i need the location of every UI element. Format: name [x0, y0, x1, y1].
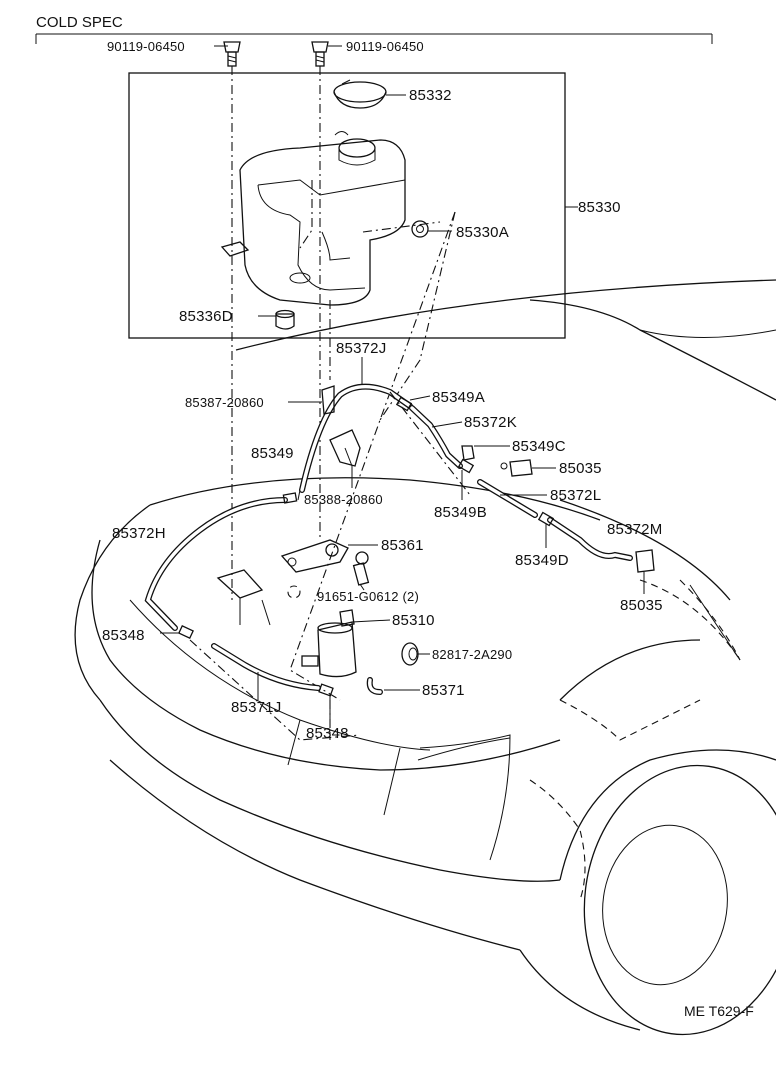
label-bolt-lower: 91651-G0612 (2) — [317, 589, 419, 604]
mount-dash-lines — [289, 211, 456, 701]
label-pump: 85310 — [392, 612, 435, 629]
bolt-right — [311, 41, 342, 540]
hose-85372h — [144, 497, 288, 631]
label-connector-bottom: 85348 — [306, 725, 349, 742]
hose-85372l — [477, 479, 547, 518]
pad-85336d — [258, 309, 295, 330]
label-hose-m: 85372M — [607, 521, 662, 538]
car-body-outline — [74, 279, 776, 1036]
tank-assembly-frame — [128, 72, 566, 339]
clamp-85387 — [288, 385, 335, 415]
diagram-code: ME T629-F — [684, 1003, 754, 1019]
grommet-85330a — [411, 220, 452, 238]
hose-85372m — [547, 517, 633, 561]
label-grommet-a: 85330A — [456, 224, 509, 241]
label-grommet-pump: 82817-2A290 — [432, 647, 512, 662]
page-title: COLD SPEC — [36, 14, 123, 31]
hose-85371 — [366, 677, 420, 695]
label-joint-a: 85349A — [432, 389, 485, 406]
label-hose-j: 85372J — [336, 340, 386, 357]
label-hose-short: 85371 — [422, 682, 465, 699]
label-joint: 85349 — [251, 445, 294, 462]
bracket-85361 — [280, 539, 378, 573]
label-connector-left: 85348 — [102, 627, 145, 644]
washer-tank — [220, 131, 406, 306]
label-joint-b: 85349B — [434, 504, 487, 521]
clamp-85388 — [329, 429, 361, 488]
clip-85035-upper — [500, 459, 556, 477]
label-joint-c: 85349C — [512, 438, 566, 455]
label-bracket: 85361 — [381, 537, 424, 554]
grommet-82817 — [401, 642, 430, 666]
hose-85372k — [409, 405, 463, 469]
label-hose-h: 85372H — [112, 525, 166, 542]
hose-85371j — [211, 643, 321, 700]
hose-85372j — [299, 357, 413, 493]
washer-pump-85310 — [301, 609, 391, 678]
label-clamp-88: 85388-20860 — [304, 492, 383, 507]
label-pad: 85336D — [179, 308, 233, 325]
label-hose-l: 85372L — [550, 487, 601, 504]
joints — [160, 395, 555, 720]
cap-85332 — [333, 79, 406, 109]
label-bolt-right: 90119-06450 — [346, 39, 424, 54]
label-joint-d: 85349D — [515, 552, 569, 569]
bolt-91651 — [352, 551, 370, 591]
header-bracket — [35, 33, 713, 44]
label-tank-assembly: 85330 — [578, 199, 621, 216]
label-hose-j2: 85371J — [231, 699, 281, 716]
clip-85349c — [461, 445, 510, 461]
label-cap: 85332 — [409, 87, 452, 104]
label-clip-upper: 85035 — [559, 460, 602, 477]
label-clamp-87: 85387-20860 — [185, 395, 264, 410]
label-hose-k: 85372K — [464, 414, 517, 431]
clip-85035-lower — [635, 549, 655, 594]
bumper-bracket — [216, 569, 271, 626]
part-labels: 90119-06450 90119-06450 85332 85330 8533… — [102, 39, 663, 742]
label-bolt-left: 90119-06450 — [107, 39, 185, 54]
label-clip-lower: 85035 — [620, 597, 663, 614]
